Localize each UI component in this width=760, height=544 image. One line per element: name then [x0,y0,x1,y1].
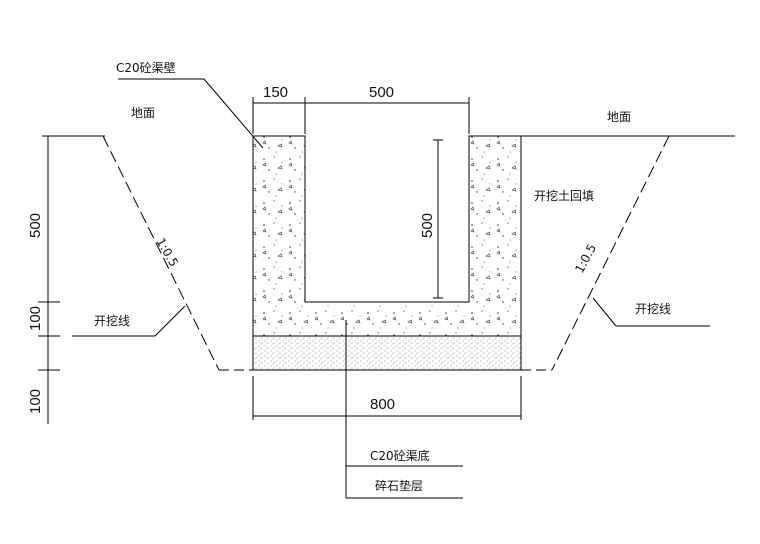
dim-total-width: 800 [370,396,395,413]
label-excavation-right: 开挖线 [635,301,671,316]
dim-depth-500: 500 [27,213,44,238]
gravel-bedding-layer [252,335,522,371]
label-ground-left: 地面 [131,106,155,120]
dim-wall-width: 150 [263,84,288,101]
dim-depth-100b: 100 [27,389,44,414]
dim-inner-depth: 500 [419,213,436,238]
label-gravel: 碎石垫层 [375,478,423,493]
excavation-slope-right [551,135,670,371]
leader-excavation-right [592,297,617,327]
label-slope-left: 1:0.5 [153,236,181,270]
label-bottom: C20砼渠底 [370,448,430,463]
label-backfill: 开挖土回填 [534,188,594,203]
excavation-slope-left [102,135,220,371]
concrete-channel-body [252,135,522,337]
label-ground-right: 地面 [607,110,631,124]
label-wall: C20砼渠壁 [116,60,176,75]
label-excavation-left: 开挖线 [94,313,130,328]
dim-inner-width: 500 [369,84,394,101]
dim-depth-100a: 100 [27,306,44,331]
label-slope-right: 1:0.5 [572,242,599,276]
